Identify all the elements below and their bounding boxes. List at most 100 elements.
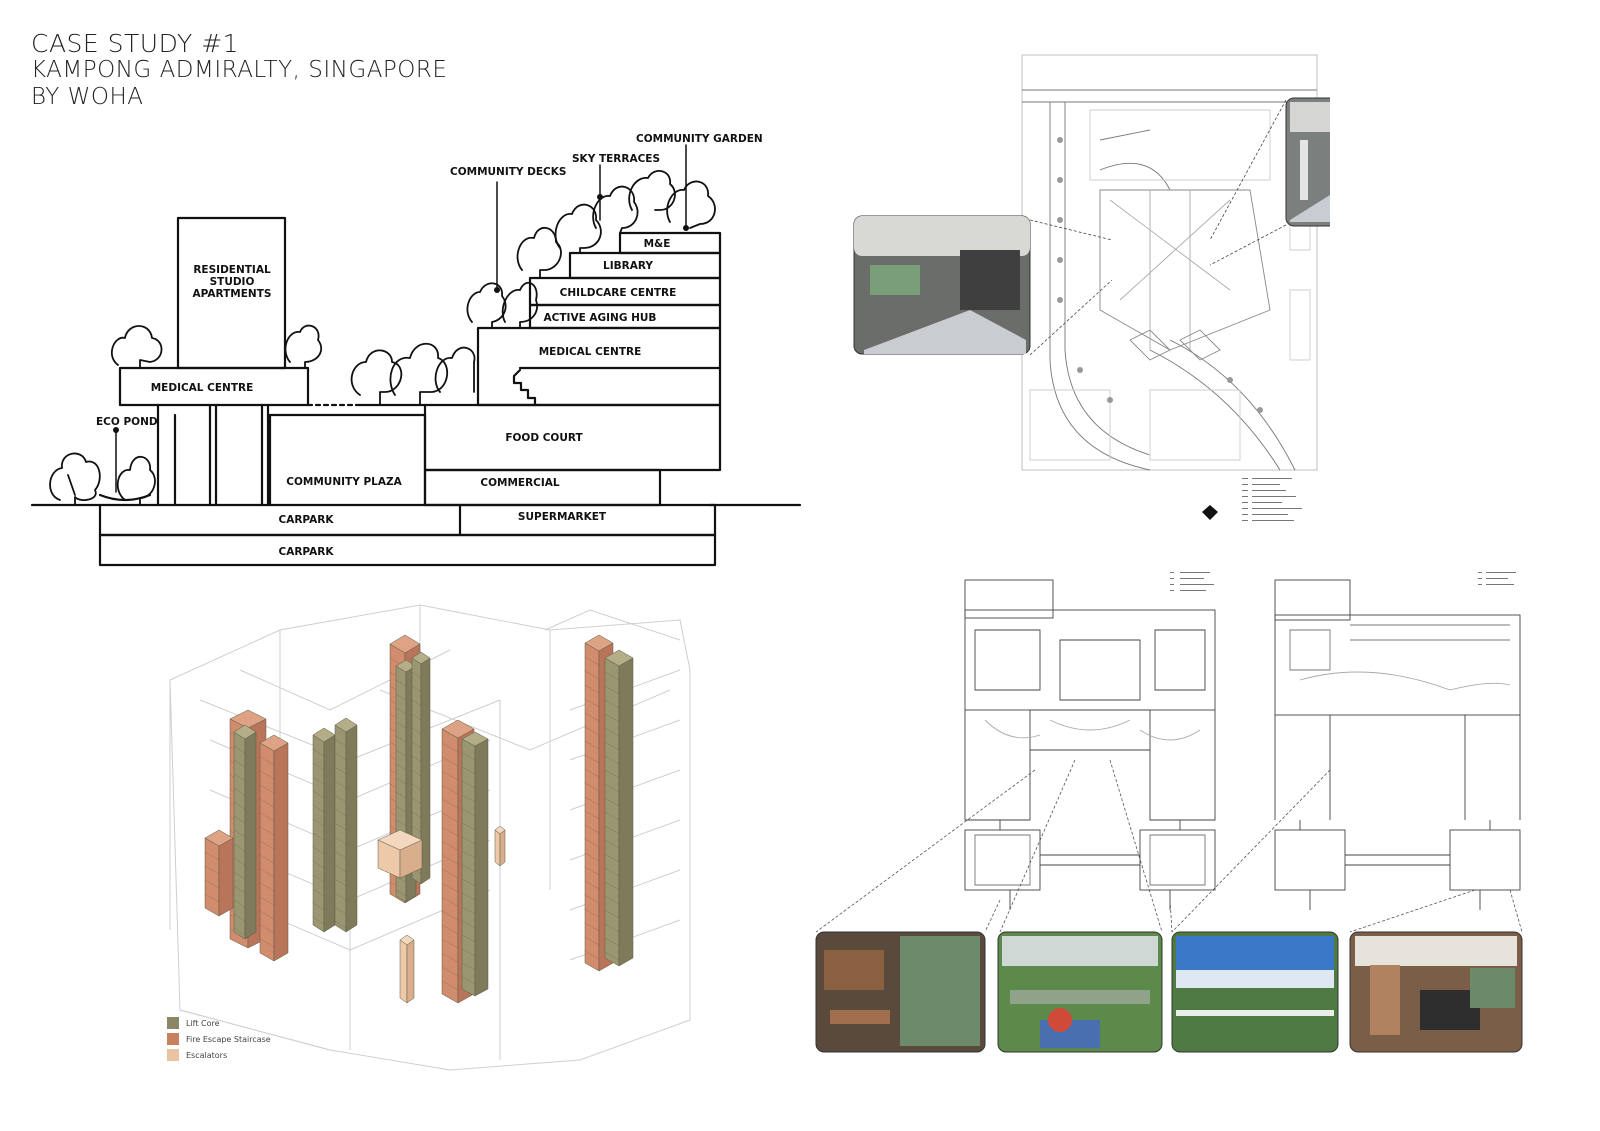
fire-escape-staircase-floor-line: [204, 851, 220, 861]
lift-core-floor-line: [233, 857, 246, 866]
fire-escape-staircase-floor-line: [584, 782, 600, 792]
lift-core-floor-line: [604, 825, 620, 835]
lift-core-floor-line: [334, 822, 347, 831]
label-medical-centre-left: MEDICAL CENTRE: [151, 382, 254, 394]
legend-label-escalators: Escalators: [186, 1051, 227, 1060]
lift-core-floor-line: [604, 909, 620, 919]
legend-label-fire-escape: Fire Escape Staircase: [186, 1035, 271, 1044]
lift-core-front-8: [334, 724, 347, 933]
site-plan: [853, 54, 1330, 521]
lift-core-floor-line: [233, 927, 246, 936]
legend-label-lift-core: Lift Core: [186, 1019, 220, 1028]
escalator-top-15: [399, 934, 415, 946]
lift-core-floor-line: [395, 735, 407, 743]
lift-core-side-8: [345, 724, 358, 933]
lift-core-floor-line: [334, 920, 347, 929]
escalator-front-14: [494, 829, 501, 867]
lift-core-floor-line: [461, 962, 476, 971]
lift-core-floor-line: [334, 780, 347, 789]
lift-core-floor-line: [233, 815, 246, 824]
lift-core-floor-line: [411, 755, 422, 763]
fire-escape-staircase-floor-line: [584, 852, 600, 862]
fire-escape-staircase-floor-line: [584, 684, 600, 694]
lift-core-side-2: [420, 657, 431, 885]
lift-core-floor-line: [461, 794, 476, 803]
lift-core-floor-line: [233, 913, 246, 922]
lift-core-floor-line: [334, 766, 347, 775]
lift-core-floor-line: [312, 874, 325, 883]
lift-core-floor-line: [461, 920, 476, 929]
lift-core-floor-line: [604, 951, 620, 961]
lift-core-floor-line: [233, 843, 246, 852]
fire-escape-staircase-floor-line: [259, 840, 275, 850]
fire-escape-staircase-floor-line: [204, 879, 220, 889]
lift-core-side-4: [244, 731, 257, 940]
fire-escape-staircase-floor-line: [259, 784, 275, 794]
lift-core-floor-line: [334, 752, 347, 761]
escalator-side-14: [499, 829, 506, 867]
fire-escape-staircase-floor-line: [584, 656, 600, 666]
fire-escape-staircase-floor-line: [259, 924, 275, 934]
lift-core-floor-line: [604, 811, 620, 821]
lift-core-floor-line: [604, 741, 620, 751]
fire-escape-staircase-floor-line: [584, 894, 600, 904]
lift-core-floor-line: [334, 892, 347, 901]
fire-escape-staircase-floor-line: [441, 882, 459, 893]
lift-core-floor-line: [312, 846, 325, 855]
fire-escape-staircase-floor-line: [259, 868, 275, 878]
fire-escape-staircase-floor-line: [259, 882, 275, 892]
lift-core-floor-line: [604, 699, 620, 709]
lift-core-floor-line: [395, 791, 407, 799]
lift-core-floor-line: [461, 752, 476, 761]
lift-core-floor-line: [411, 685, 422, 693]
label-library: LIBRARY: [603, 260, 653, 272]
lift-core-floor-line: [411, 811, 422, 819]
lift-core-floor-line: [604, 769, 620, 779]
fire-escape-staircase-top-0: [389, 634, 421, 654]
escalator-top-13: [377, 829, 423, 851]
fire-escape-staircase-floor-line: [584, 754, 600, 764]
lift-core-floor-line: [334, 836, 347, 845]
fire-escape-staircase-floor-line: [441, 756, 459, 767]
title-architect: BY WOHA: [31, 84, 144, 110]
fire-escape-staircase-floor-line: [441, 854, 459, 865]
label-me: M&E: [644, 238, 671, 250]
label-eco-pond: ECO POND: [96, 416, 158, 428]
fire-escape-staircase-floor-line: [204, 893, 220, 903]
fire-escape-staircase-side-6: [218, 837, 234, 917]
lift-core-floor-line: [411, 741, 422, 749]
lift-core-floor-line: [312, 818, 325, 827]
lift-core-floor-line: [312, 888, 325, 897]
axo-core-group: [204, 634, 634, 1004]
lift-core-floor-line: [604, 895, 620, 905]
lift-core-floor-line: [395, 889, 407, 897]
lift-core-floor-line: [334, 878, 347, 887]
label-sky-terraces: SKY TERRACES: [572, 153, 660, 165]
lift-core-floor-line: [334, 738, 347, 747]
label-carpark-upper: CARPARK: [279, 514, 335, 526]
lift-core-floor-line: [395, 763, 407, 771]
lift-core-floor-line: [461, 976, 476, 985]
lift-core-floor-line: [461, 892, 476, 901]
lift-core-floor-line: [461, 836, 476, 845]
fire-escape-staircase-floor-line: [584, 950, 600, 960]
lift-core-floor-line: [461, 864, 476, 873]
lift-core-floor-line: [411, 713, 422, 721]
lift-core-floor-line: [411, 769, 422, 777]
lift-core-floor-line: [233, 759, 246, 768]
lift-core-floor-line: [233, 899, 246, 908]
lift-core-floor-line: [604, 867, 620, 877]
fire-escape-staircase-floor-line: [441, 966, 459, 977]
fire-escape-staircase-floor-line: [441, 770, 459, 781]
lift-core-floor-line: [312, 776, 325, 785]
lift-core-floor-line: [604, 671, 620, 681]
fire-escape-staircase-top-3: [229, 709, 267, 729]
lift-core-side-10: [474, 738, 489, 997]
lift-core-floor-line: [312, 832, 325, 841]
lift-core-floor-line: [411, 825, 422, 833]
fire-escape-staircase-floor-line: [584, 838, 600, 848]
fire-escape-staircase-floor-line: [259, 812, 275, 822]
site-photo-community-plaza: [1285, 97, 1330, 227]
lift-core-floor-line: [604, 881, 620, 891]
lift-core-floor-line: [395, 679, 407, 687]
